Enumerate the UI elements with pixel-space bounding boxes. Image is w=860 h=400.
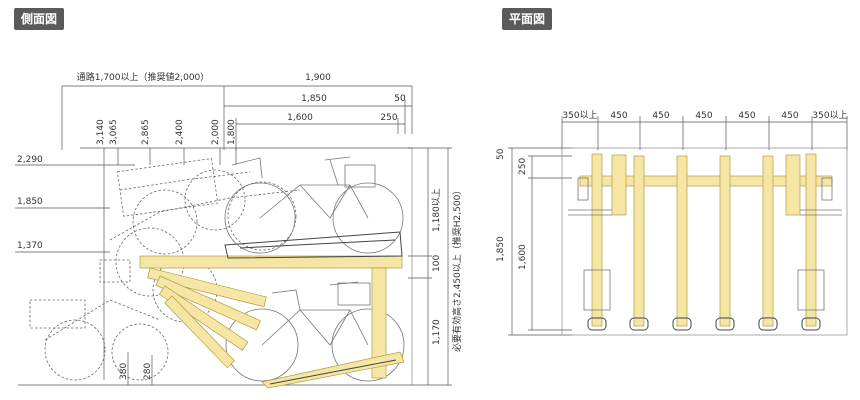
tick-3140: 3,140 — [96, 119, 106, 145]
plan-view: 350以上 450 450 450 450 450 350以上 50 250 1… — [496, 110, 848, 336]
lower-rack — [261, 351, 405, 389]
plan-dim-1850: 1,850 — [496, 236, 506, 262]
plan-dim-2: 450 — [652, 111, 669, 121]
rack-lane — [785, 153, 833, 331]
side-view: 通路1,700以上（推奨値2,000） 1,900 1,850 50 1,600… — [15, 71, 463, 389]
plan-dim-0: 350以上 — [562, 110, 597, 121]
plan-dim-1600: 1,600 — [518, 244, 528, 270]
sliding-bike-ghosts — [29, 158, 301, 381]
plan-rack-lanes — [568, 153, 842, 331]
plan-top-dimensions: 350以上 450 450 450 450 450 350以上 — [561, 110, 848, 150]
upper-bike — [224, 156, 404, 254]
plan-dim-6: 350以上 — [812, 110, 847, 121]
plan-dim-5: 450 — [781, 111, 798, 121]
effective-height: 必要有効高さ2,450以上（推奨H2,500） — [451, 186, 463, 352]
dim-380: 380 — [119, 363, 129, 380]
plan-dim-1: 450 — [610, 111, 627, 121]
rack-lane — [758, 155, 778, 331]
tick-2865: 2,865 — [141, 119, 151, 145]
plan-view-title: 平面図 — [502, 8, 553, 30]
plan-dim-3: 450 — [695, 111, 712, 121]
dim-250: 250 — [380, 113, 397, 123]
rack-lane — [629, 155, 649, 331]
tick-1800: 1,800 — [227, 119, 237, 145]
dim-1180: 1,180以上 — [431, 188, 442, 232]
upper-rack — [139, 231, 403, 379]
height-2290: 2,290 — [17, 155, 43, 165]
plan-dim-250: 250 — [518, 158, 528, 175]
plan-dim-4: 450 — [738, 111, 755, 121]
height-1850: 1,850 — [17, 197, 43, 207]
side-vertical-ticks: 3,140 3,065 2,865 2,400 2,000 1,800 — [80, 119, 412, 380]
dim-1170: 1,170 — [432, 319, 442, 345]
side-top-dimensions: 通路1,700以上（推奨値2,000） 1,900 1,850 50 1,600… — [61, 71, 413, 150]
dim-50: 50 — [394, 94, 406, 104]
side-view-title: 側面図 — [14, 8, 65, 30]
side-bottom-dimensions: 380 280 — [119, 352, 153, 385]
rack-lane — [577, 153, 627, 331]
rack-lane — [672, 155, 692, 331]
dim-100: 100 — [432, 255, 442, 272]
lower-bike — [225, 281, 405, 382]
tick-3065: 3,065 — [109, 119, 119, 145]
side-left-heights: 2,290 1,850 1,370 — [15, 155, 135, 253]
height-1370: 1,370 — [17, 241, 43, 251]
dim-280: 280 — [143, 363, 153, 380]
tick-2000: 2,000 — [211, 119, 221, 145]
dim-1900: 1,900 — [305, 73, 331, 83]
rack-lane — [715, 155, 735, 331]
dim-1600: 1,600 — [287, 113, 313, 123]
plan-dim-50: 50 — [496, 148, 506, 160]
side-right-dimensions: 1,180以上 100 1,170 必要有効高さ2,450以上（推奨H2,500… — [408, 147, 463, 386]
dim-1850: 1,850 — [301, 94, 327, 104]
dim-aisle: 通路1,700以上（推奨値2,000） — [77, 71, 210, 83]
plan-left-dimensions: 50 250 1,850 1,600 — [496, 147, 572, 336]
tick-2400: 2,400 — [175, 119, 185, 145]
